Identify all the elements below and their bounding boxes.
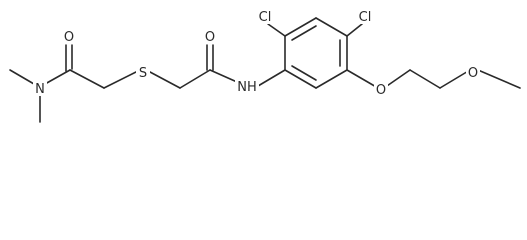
atom-labels: O N S O NH Cl Cl O O <box>33 8 480 98</box>
atom-label-o-ether-ring: O <box>376 83 386 98</box>
bond-c2-nh <box>209 69 238 83</box>
bond-ring-inner-1 <box>291 25 317 41</box>
bond-ring-5 <box>315 69 348 89</box>
bond-n-me-up <box>9 69 35 85</box>
bond-ch2a-s <box>103 71 137 89</box>
bond-ring-inner-3 <box>291 65 317 81</box>
bond-ring-o <box>346 69 379 89</box>
bond-ring-2 <box>284 17 317 37</box>
bond-nh-ring <box>257 69 286 87</box>
bond-ring-3 <box>315 17 348 37</box>
bond-c1-ch2a <box>69 69 105 89</box>
bond-ch2d-o <box>439 69 471 89</box>
bond-o-ch2c <box>383 69 411 89</box>
atom-label-o-carbonyl-left: O <box>64 30 74 45</box>
atom-label-cl-top-left: Cl <box>259 10 272 25</box>
bond-o-me <box>477 69 521 89</box>
bond-ring-cl-left <box>267 23 286 37</box>
bond-c1-n <box>44 69 71 85</box>
atom-label-nh-amide: NH <box>237 80 257 95</box>
atom-label-o-carbonyl-right: O <box>205 30 215 45</box>
bond-lines <box>9 17 521 123</box>
bond-ch2b-c2 <box>179 69 211 89</box>
bond-ring-6 <box>284 69 317 89</box>
atom-label-n-dimethyl: N <box>35 82 45 97</box>
atom-label-s-thioether: S <box>139 66 147 81</box>
atom-label-cl-top-right: Cl <box>359 10 372 25</box>
molecule-diagram: O N S O NH Cl Cl O O <box>9 8 521 123</box>
bond-ch2c-ch2d <box>409 69 441 89</box>
bond-s-ch2b <box>149 71 181 89</box>
atom-label-o-ether-terminal: O <box>468 66 478 81</box>
bond-ring-cl-right <box>346 23 363 37</box>
